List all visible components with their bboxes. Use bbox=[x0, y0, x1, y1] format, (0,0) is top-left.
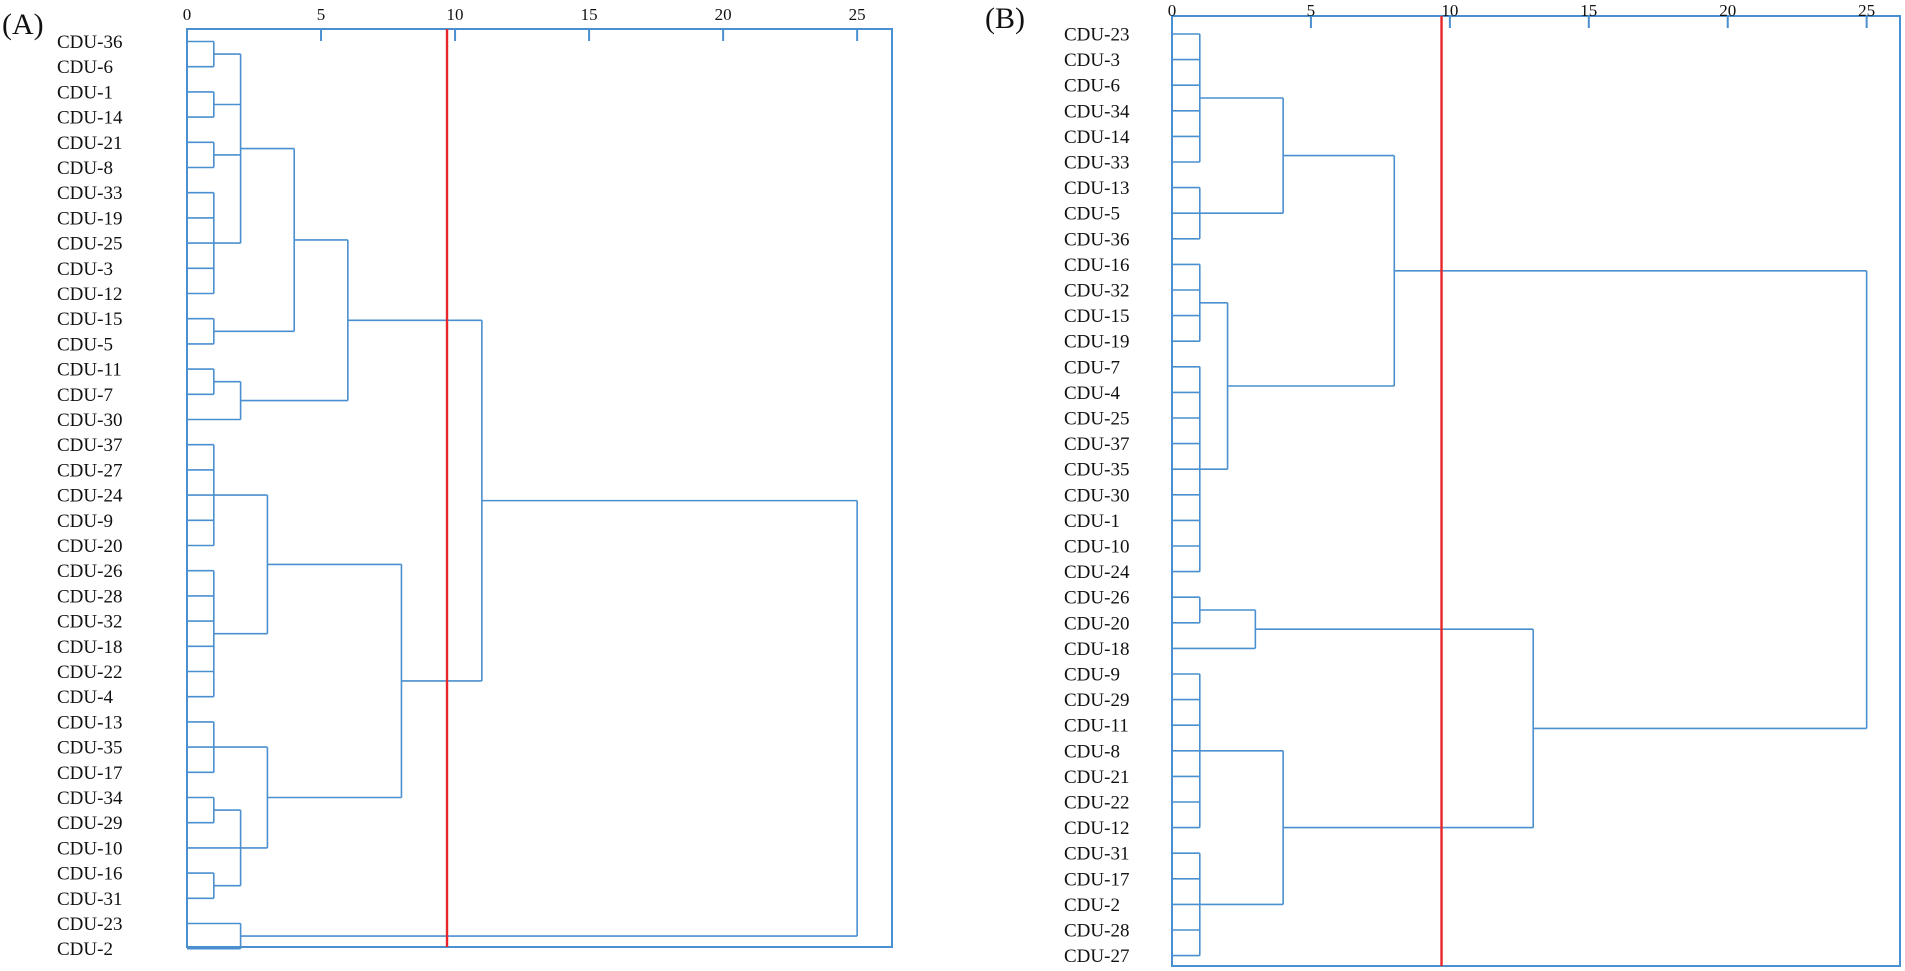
panel-label: (B) bbox=[985, 2, 1025, 35]
leaf-label: CDU-12 bbox=[1064, 818, 1129, 839]
panel-label: (A) bbox=[2, 8, 44, 41]
x-tick-label: 10 bbox=[447, 5, 464, 24]
leaf-label: CDU-1 bbox=[57, 82, 113, 103]
leaf-label: CDU-32 bbox=[1064, 281, 1129, 302]
leaf-label: CDU-34 bbox=[57, 788, 123, 809]
leaf-label: CDU-27 bbox=[57, 460, 122, 481]
leaf-label: CDU-36 bbox=[57, 32, 122, 53]
x-tick-label: 10 bbox=[1441, 1, 1458, 20]
leaf-label: CDU-14 bbox=[1064, 127, 1130, 148]
x-tick-label: 15 bbox=[581, 5, 598, 24]
leaf-label: CDU-28 bbox=[1064, 921, 1129, 942]
leaf-label: CDU-7 bbox=[1064, 357, 1120, 378]
leaf-label: CDU-8 bbox=[57, 158, 113, 179]
leaf-label: CDU-21 bbox=[57, 133, 122, 154]
leaf-label: CDU-25 bbox=[57, 234, 122, 255]
leaf-label: CDU-25 bbox=[1064, 409, 1129, 430]
leaf-label: CDU-23 bbox=[1064, 25, 1129, 46]
leaf-label: CDU-27 bbox=[1064, 946, 1129, 967]
leaf-label: CDU-11 bbox=[57, 360, 122, 381]
leaf-label: CDU-23 bbox=[57, 914, 122, 935]
leaf-label: CDU-24 bbox=[1064, 562, 1130, 583]
leaf-label: CDU-10 bbox=[1064, 537, 1129, 558]
leaf-label: CDU-29 bbox=[1064, 690, 1129, 711]
leaf-label: CDU-33 bbox=[1064, 153, 1129, 174]
leaf-label: CDU-28 bbox=[57, 586, 122, 607]
leaf-label: CDU-9 bbox=[1064, 665, 1120, 686]
leaf-label: CDU-31 bbox=[57, 889, 122, 910]
leaf-label: CDU-6 bbox=[57, 57, 113, 78]
leaf-label: CDU-6 bbox=[1064, 76, 1120, 97]
leaf-label: CDU-30 bbox=[1064, 485, 1129, 506]
leaf-label: CDU-4 bbox=[57, 687, 113, 708]
leaf-label: CDU-19 bbox=[1064, 332, 1129, 353]
leaf-label: CDU-1 bbox=[1064, 511, 1120, 532]
leaf-label: CDU-37 bbox=[57, 435, 122, 456]
leaf-label: CDU-15 bbox=[57, 309, 122, 330]
leaf-label: CDU-34 bbox=[1064, 101, 1130, 122]
leaf-label: CDU-2 bbox=[57, 939, 113, 960]
leaf-label: CDU-35 bbox=[57, 738, 122, 759]
leaf-label: CDU-9 bbox=[57, 511, 113, 532]
x-tick-label: 5 bbox=[317, 5, 326, 24]
leaf-label: CDU-11 bbox=[1064, 716, 1129, 737]
panel-a: (A) 0 5 10 15 20 25CDU-36CDU-6CDU-1CDU-14CDU-2… bbox=[2, 5, 893, 960]
leaf-label: CDU-33 bbox=[57, 183, 122, 204]
leaf-label: CDU-7 bbox=[57, 385, 113, 406]
leaf-label: CDU-16 bbox=[57, 864, 122, 885]
leaf-label: CDU-10 bbox=[57, 838, 122, 859]
x-tick-label: 5 bbox=[1307, 1, 1316, 20]
leaf-label: CDU-37 bbox=[1064, 434, 1129, 455]
leaf-label: CDU-15 bbox=[1064, 306, 1129, 327]
leaf-label: CDU-22 bbox=[57, 662, 122, 683]
leaf-label: CDU-14 bbox=[57, 108, 123, 129]
leaf-label: CDU-3 bbox=[57, 259, 113, 280]
leaf-label: CDU-21 bbox=[1064, 767, 1129, 788]
leaf-label: CDU-20 bbox=[57, 536, 122, 557]
leaf-label: CDU-36 bbox=[1064, 229, 1129, 250]
leaf-label: CDU-26 bbox=[57, 561, 122, 582]
x-tick-label: 15 bbox=[1580, 1, 1597, 20]
x-tick-label: 0 bbox=[1168, 1, 1177, 20]
leaf-label: CDU-8 bbox=[1064, 741, 1120, 762]
leaf-label: CDU-26 bbox=[1064, 588, 1129, 609]
leaf-label: CDU-12 bbox=[57, 284, 122, 305]
leaf-label: CDU-18 bbox=[1064, 639, 1129, 660]
panel-b: (B) 0 5 10 15 20 25CDU-23CDU-3CDU-6CDU-34CDU-1… bbox=[985, 1, 1901, 967]
x-tick-label: 20 bbox=[1719, 1, 1736, 20]
leaf-label: CDU-30 bbox=[57, 410, 122, 431]
plot-frame bbox=[1171, 15, 1901, 967]
leaf-label: CDU-5 bbox=[57, 334, 113, 355]
plot-frame bbox=[186, 28, 893, 948]
leaf-label: CDU-20 bbox=[1064, 613, 1129, 634]
leaf-label: CDU-35 bbox=[1064, 460, 1129, 481]
leaf-label: CDU-17 bbox=[57, 763, 122, 784]
leaf-label: CDU-13 bbox=[1064, 178, 1129, 199]
leaf-label: CDU-19 bbox=[57, 208, 122, 229]
leaf-label: CDU-29 bbox=[57, 813, 122, 834]
leaf-label: CDU-24 bbox=[57, 486, 123, 507]
x-tick-label: 20 bbox=[715, 5, 732, 24]
leaf-label: CDU-18 bbox=[57, 637, 122, 658]
leaf-label: CDU-3 bbox=[1064, 50, 1120, 71]
leaf-label: CDU-4 bbox=[1064, 383, 1120, 404]
x-tick-label: 25 bbox=[849, 5, 866, 24]
x-tick-label: 0 bbox=[183, 5, 192, 24]
leaf-label: CDU-5 bbox=[1064, 204, 1120, 225]
leaf-label: CDU-22 bbox=[1064, 793, 1129, 814]
leaf-label: CDU-17 bbox=[1064, 869, 1129, 890]
leaf-label: CDU-32 bbox=[57, 612, 122, 633]
x-tick-label: 25 bbox=[1858, 1, 1875, 20]
leaf-label: CDU-16 bbox=[1064, 255, 1129, 276]
leaf-label: CDU-31 bbox=[1064, 844, 1129, 865]
leaf-label: CDU-13 bbox=[57, 712, 122, 733]
leaf-label: CDU-2 bbox=[1064, 895, 1120, 916]
